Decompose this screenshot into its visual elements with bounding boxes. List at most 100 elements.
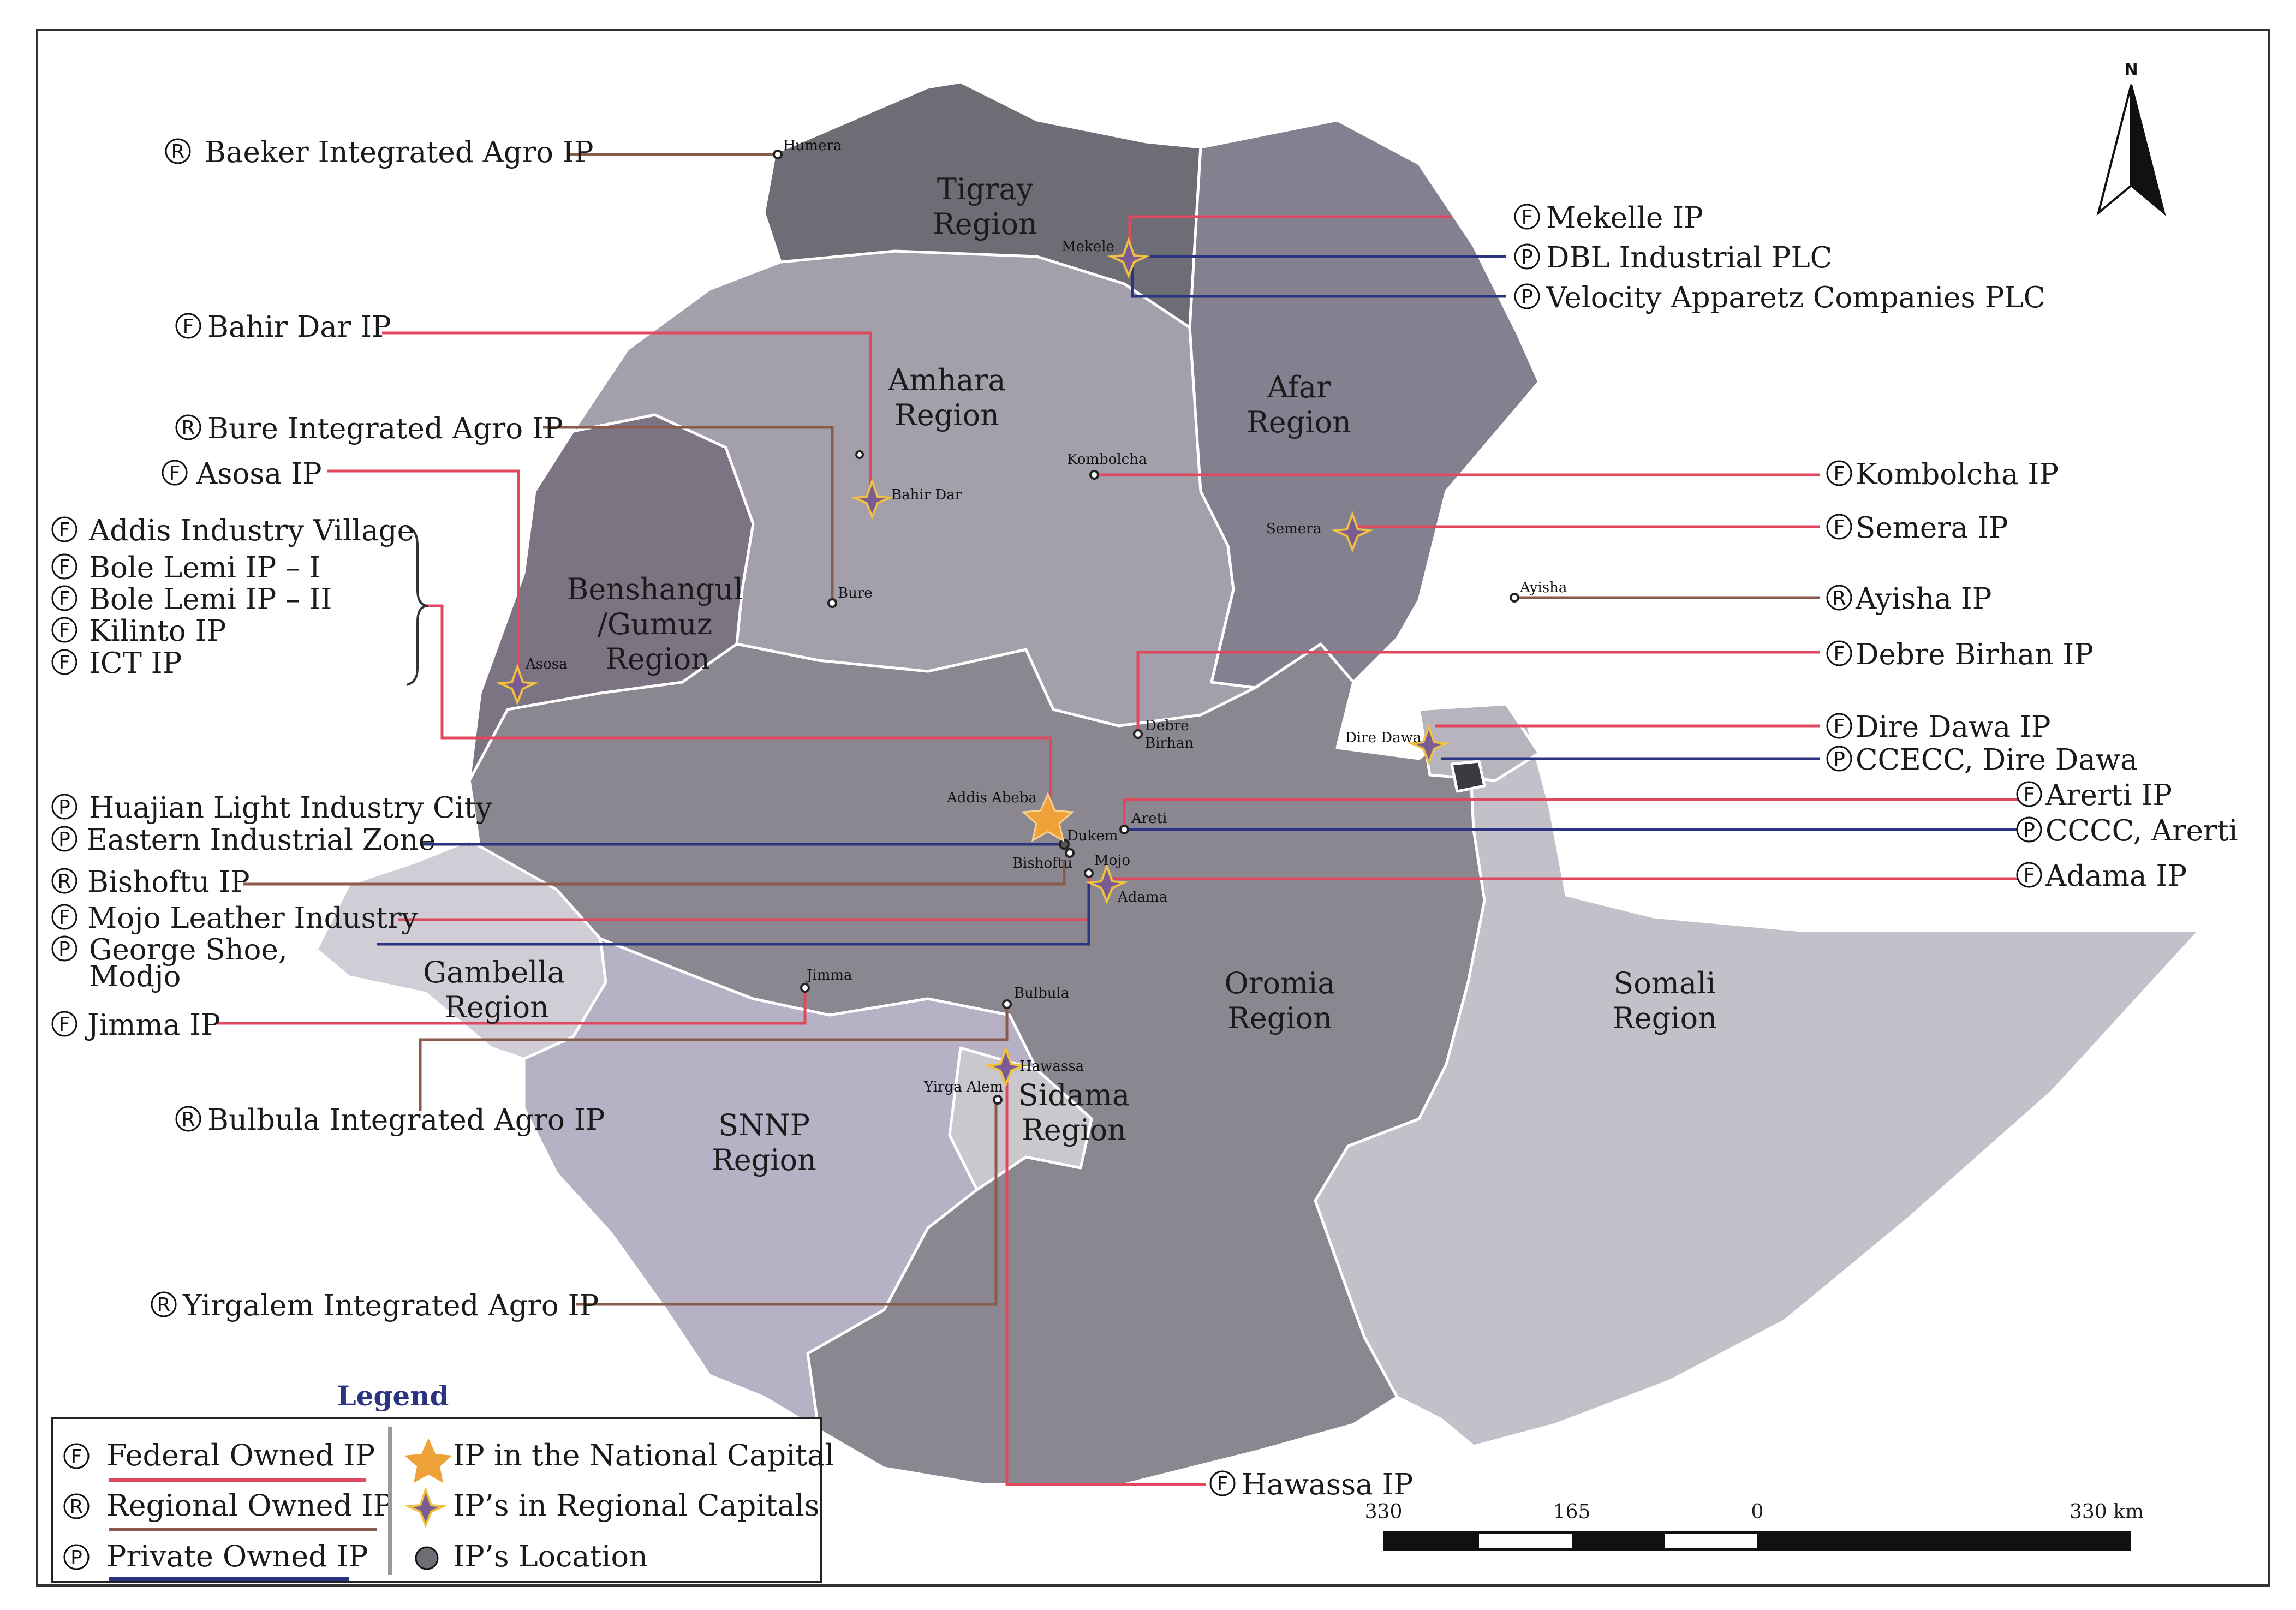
marker-dukem — [1059, 839, 1070, 850]
scale-segment-white-2 — [1665, 1534, 1757, 1548]
badge-letter: R — [181, 417, 195, 439]
star-addis-abeba — [1021, 792, 1075, 842]
addis-brace — [406, 526, 429, 686]
marker-areti — [1119, 825, 1129, 834]
park-label-jimma: Jimma IP — [85, 1009, 220, 1042]
marker-kombolcha — [1089, 470, 1099, 480]
badge-letter: F — [59, 652, 70, 674]
legend-national-capital-label: IP in the National Capital — [453, 1438, 834, 1472]
legend-star-regional-icon — [404, 1487, 448, 1529]
badge-letter: P — [58, 938, 70, 961]
scale-label-330km: 330 km — [2070, 1501, 2144, 1523]
city-label-areti: Areti — [1131, 810, 1167, 827]
badge-letter: R — [181, 1108, 195, 1131]
park-label-cccc: CCCC, Arerti — [2045, 814, 2238, 848]
scale-label-0: 0 — [1751, 1501, 1764, 1523]
park-mojo-leather: F Mojo Leather Industry — [51, 902, 418, 935]
park-label-asosa: Asosa IP — [196, 457, 322, 491]
badge-letter: F — [71, 1446, 82, 1468]
park-label-bure: Bure Integrated Agro IP — [207, 412, 563, 445]
marker-bahir-dar-small — [855, 450, 864, 459]
park-label-dire-dawa: Dire Dawa IP — [1856, 711, 2051, 744]
badge-regional — [165, 138, 191, 164]
legend-private-label: Private Owned IP — [106, 1539, 368, 1573]
city-label-debre: Debre — [1145, 718, 1189, 734]
city-label-semera: Semera — [1266, 521, 1321, 537]
park-label-bole-lemi-1: Bole Lemi IP – I — [89, 551, 320, 585]
scale-segment-white-1 — [1479, 1534, 1572, 1548]
city-label-humera: Humera — [783, 138, 842, 154]
park-mekelle: F Mekelle IP — [1514, 201, 1703, 235]
park-label-mojo-leather: Mojo Leather Industry — [87, 902, 418, 935]
park-labels-left: R Baeker Integrated Agro IP F Bahir Dar … — [51, 136, 605, 1322]
park-label-kilinto: Kilinto IP — [89, 615, 226, 648]
north-arrow: N — [2096, 61, 2166, 216]
park-label-george-1: George Shoe, — [89, 933, 288, 967]
park-bahir-dar: F Bahir Dar IP — [175, 311, 391, 344]
marker-yirga-alem — [993, 1095, 1003, 1105]
marker-bishoftu — [1065, 848, 1075, 858]
badge-letter: F — [1834, 463, 1845, 485]
marker-bure — [827, 598, 837, 608]
city-label-jimma: Jimma — [805, 967, 852, 983]
park-label-semera: Semera IP — [1856, 511, 2008, 545]
regions-layer — [315, 80, 2201, 1486]
legend-location: IP’s Location — [415, 1539, 648, 1573]
legend-location-label: IP’s Location — [453, 1539, 648, 1573]
legend-location-icon — [415, 1546, 439, 1570]
park-bure: R Bure Integrated Agro IP — [175, 412, 563, 445]
park-debre-birhan: F Debre Birhan IP — [1826, 638, 2094, 671]
badge-letter: F — [59, 519, 70, 541]
park-label-dbl: DBL Industrial PLC — [1546, 241, 1832, 275]
city-label-kombolcha: Kombolcha — [1067, 451, 1147, 468]
marker-debre-birhan — [1133, 729, 1143, 739]
park-label-ict: ICT IP — [89, 647, 182, 680]
badge-letter: P — [1833, 748, 1845, 771]
city-label-dire-dawa: Dire Dawa — [1345, 730, 1421, 746]
park-label-bishoftu: Bishoftu IP — [87, 866, 250, 899]
park-bulbula: R Bulbula Integrated Agro IP — [175, 1104, 605, 1137]
badge-letter: F — [59, 1013, 70, 1036]
park-label-bole-lemi-2: Bole Lemi IP – II — [89, 583, 332, 616]
badge-letter: P — [2023, 819, 2035, 842]
city-label-dukem: Dukem — [1067, 828, 1118, 844]
star-dire-dawa — [1407, 724, 1451, 766]
legend: Legend F Federal Owned IP R Regional Own… — [51, 1380, 834, 1583]
park-label-ayisha: Ayisha IP — [1855, 582, 1991, 616]
badge-letter: F — [59, 556, 70, 579]
badge-letter: F — [2024, 864, 2035, 887]
legend-title: Legend — [337, 1380, 449, 1412]
badge-letter: F — [59, 619, 70, 642]
scale-label-165: 165 — [1553, 1501, 1591, 1523]
badge-letter: R — [157, 1294, 170, 1316]
city-label-asosa: Asosa — [525, 656, 568, 672]
badge-letter: F — [1834, 715, 1845, 738]
city-label-ayisha: Ayisha — [1519, 580, 1567, 596]
park-arerti: F Arerti IP — [2016, 779, 2172, 812]
scale-bar: 330 165 0 330 km — [1365, 1501, 2144, 1551]
scale-label-330: 330 — [1365, 1501, 1403, 1523]
badge-letter: F — [1217, 1473, 1228, 1495]
park-adama: F Adama IP — [2016, 860, 2187, 893]
park-label-yirgalem: Yirgalem Integrated Agro IP — [182, 1289, 599, 1322]
park-asosa: F Asosa IP — [162, 457, 322, 491]
legend-regional-capitals-label: IP’s in Regional Capitals — [453, 1488, 820, 1523]
park-label-bulbula: Bulbula Integrated Agro IP — [207, 1104, 605, 1137]
park-george-shoe: P George Shoe, Modjo — [51, 933, 288, 993]
region-afar — [1188, 118, 1541, 689]
park-huajian-eastern: P Huajian Light Industry City P Eastern … — [51, 791, 492, 857]
star-semera — [1331, 511, 1374, 553]
park-ccecc: P CCECC, Dire Dawa — [1826, 743, 2138, 777]
park-kombolcha: F Kombolcha IP — [1826, 458, 2059, 491]
private-connectors — [377, 255, 2019, 946]
star-hawassa — [984, 1046, 1028, 1088]
